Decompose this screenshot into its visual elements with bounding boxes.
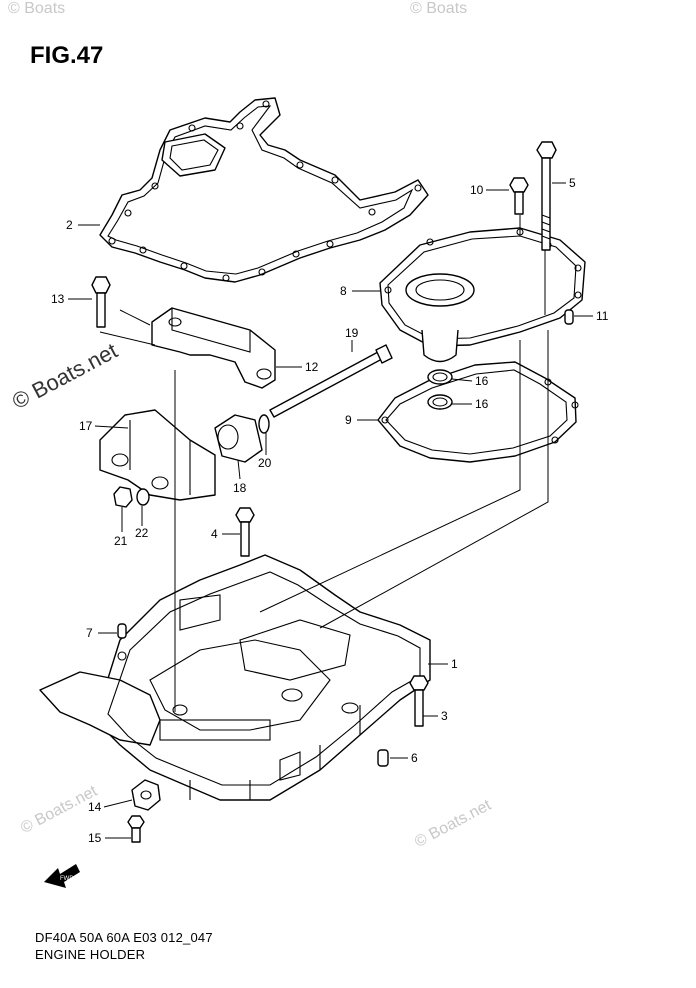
bracket-part-12 — [151, 307, 276, 389]
callout-19: 19 — [345, 326, 359, 340]
bolt-part-5 — [536, 141, 557, 251]
bushing-part-18 — [214, 414, 263, 463]
bolt-rod-part-19 — [269, 344, 393, 418]
washer-part-22 — [136, 488, 150, 506]
callout-numbers: 1 2 3 4 5 6 7 8 9 10 11 12 13 14 15 16 1… — [51, 176, 609, 845]
callout-5: 5 — [569, 176, 576, 190]
callout-18: 18 — [233, 481, 247, 495]
callout-10: 10 — [470, 183, 484, 197]
callout-12: 12 — [305, 360, 319, 374]
gasket-upper-part-2 — [99, 97, 429, 283]
diagram-code-caption: DF40A 50A 60A E03 012_047 — [35, 930, 213, 945]
callout-4: 4 — [211, 527, 218, 541]
bolt-part-10 — [509, 177, 529, 215]
callout-7: 7 — [86, 626, 93, 640]
callout-16b: 16 — [475, 397, 489, 411]
callout-2: 2 — [66, 218, 73, 232]
bolt-part-15 — [127, 815, 145, 843]
callout-13: 13 — [51, 292, 65, 306]
callout-14: 14 — [88, 800, 102, 814]
dowel-pin-part-6 — [377, 749, 389, 767]
gasket-lower-part-9 — [377, 361, 579, 463]
bolt-part-13 — [91, 276, 111, 328]
bolt-part-4 — [235, 507, 255, 557]
fwd-arrow-icon: FWD — [44, 864, 80, 888]
callout-15: 15 — [88, 831, 102, 845]
callout-22: 22 — [135, 526, 149, 540]
holder-part-17 — [99, 409, 216, 501]
callout-leaders — [68, 182, 593, 839]
callout-21: 21 — [114, 534, 128, 548]
seal-rings-part-16 — [427, 369, 453, 410]
diagram-name-caption: ENGINE HOLDER — [35, 947, 146, 962]
callout-16a: 16 — [475, 374, 489, 388]
engine-holder-part-1 — [39, 554, 431, 801]
watermark-top-right: © Boats — [410, 0, 468, 17]
callout-17: 17 — [79, 419, 93, 433]
callout-8: 8 — [340, 284, 347, 298]
bolt-part-3 — [409, 675, 429, 727]
dowel-pin-part-11 — [564, 309, 574, 325]
dowel-pin-part-7 — [117, 623, 127, 639]
callout-20: 20 — [258, 456, 272, 470]
nut-part-21 — [113, 486, 133, 508]
cover-plate-part-8 — [379, 227, 586, 363]
figure-title: FIG.47 — [30, 42, 104, 69]
fitting-part-14 — [131, 779, 161, 811]
callout-3: 3 — [441, 709, 448, 723]
watermark-top-left: © Boats — [8, 0, 66, 17]
washer-part-20 — [258, 414, 270, 434]
fwd-label: FWD — [60, 876, 74, 882]
callout-9: 9 — [345, 413, 352, 427]
callout-1: 1 — [451, 657, 458, 671]
callout-6: 6 — [411, 751, 418, 765]
callout-11: 11 — [596, 309, 609, 323]
assembly-lines — [99, 215, 549, 712]
